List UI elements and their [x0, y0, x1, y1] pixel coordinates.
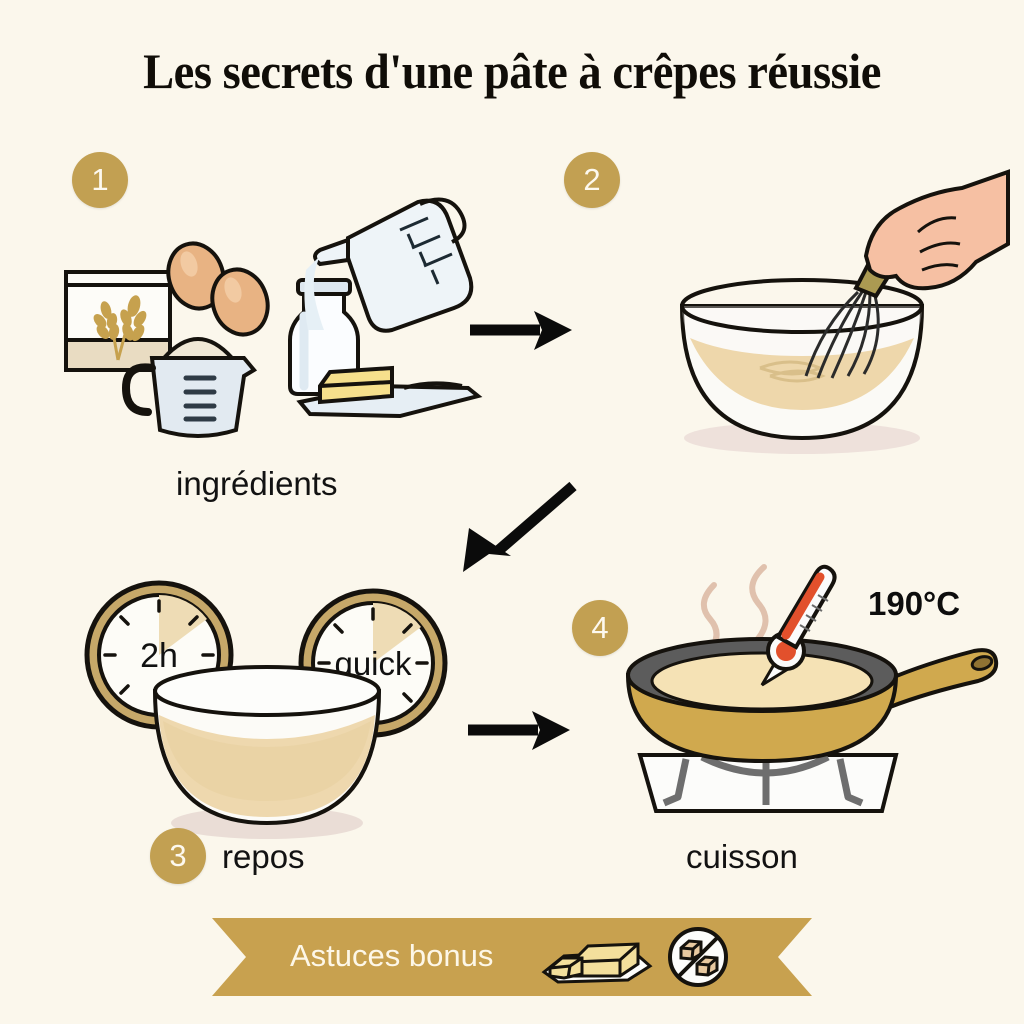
temperature-label: 190°C [868, 585, 961, 622]
step1-illustration [64, 197, 483, 438]
arrow-step2-to-step3 [463, 481, 577, 572]
step-3-badge: 3 [150, 828, 206, 884]
butter-block-icon [541, 942, 653, 984]
stove-burner-icon [637, 753, 899, 813]
page-title: Les secrets d'une pâte à crêpes réussie [143, 43, 881, 99]
step2-illustration [679, 169, 1010, 454]
step-3-caption: repos [222, 838, 305, 875]
step-2-badge: 2 [564, 152, 620, 208]
frying-pan-icon [625, 637, 999, 764]
bonus-tips-label: Astuces bonus [290, 938, 494, 973]
bonus-tips-banner: Astuces bonus [212, 918, 812, 996]
no-sugar-icon [668, 927, 728, 987]
step-1-number: 1 [91, 162, 109, 197]
arrow-step1-to-step2 [470, 311, 572, 350]
clock-left-label: 2h [140, 637, 178, 675]
step-4-caption: cuisson [686, 838, 798, 875]
whisk-icon [804, 290, 880, 379]
banner-ribbon [212, 918, 812, 996]
butter-dish-icon [296, 365, 483, 419]
measuring-cup-flour-icon [121, 337, 258, 438]
flour-bag-icon [64, 270, 172, 372]
mixing-bowl-icon [679, 278, 925, 441]
thermometer-icon [760, 564, 837, 687]
step-1-badge: 1 [72, 152, 128, 208]
resting-bowl-icon [152, 665, 382, 839]
step-4-badge: 4 [572, 600, 628, 656]
step-1-caption: ingrédients [176, 465, 338, 502]
step4-illustration [625, 564, 999, 813]
step-4-number: 4 [591, 610, 609, 645]
step-2-number: 2 [583, 162, 601, 197]
step3-illustration: 2h quick [84, 580, 448, 839]
step-3-number: 3 [169, 838, 187, 873]
hand-icon [863, 169, 1010, 291]
arrow-step3-to-step4 [468, 711, 570, 750]
pouring-jug-icon [304, 197, 474, 333]
eggs-icon [166, 241, 270, 337]
